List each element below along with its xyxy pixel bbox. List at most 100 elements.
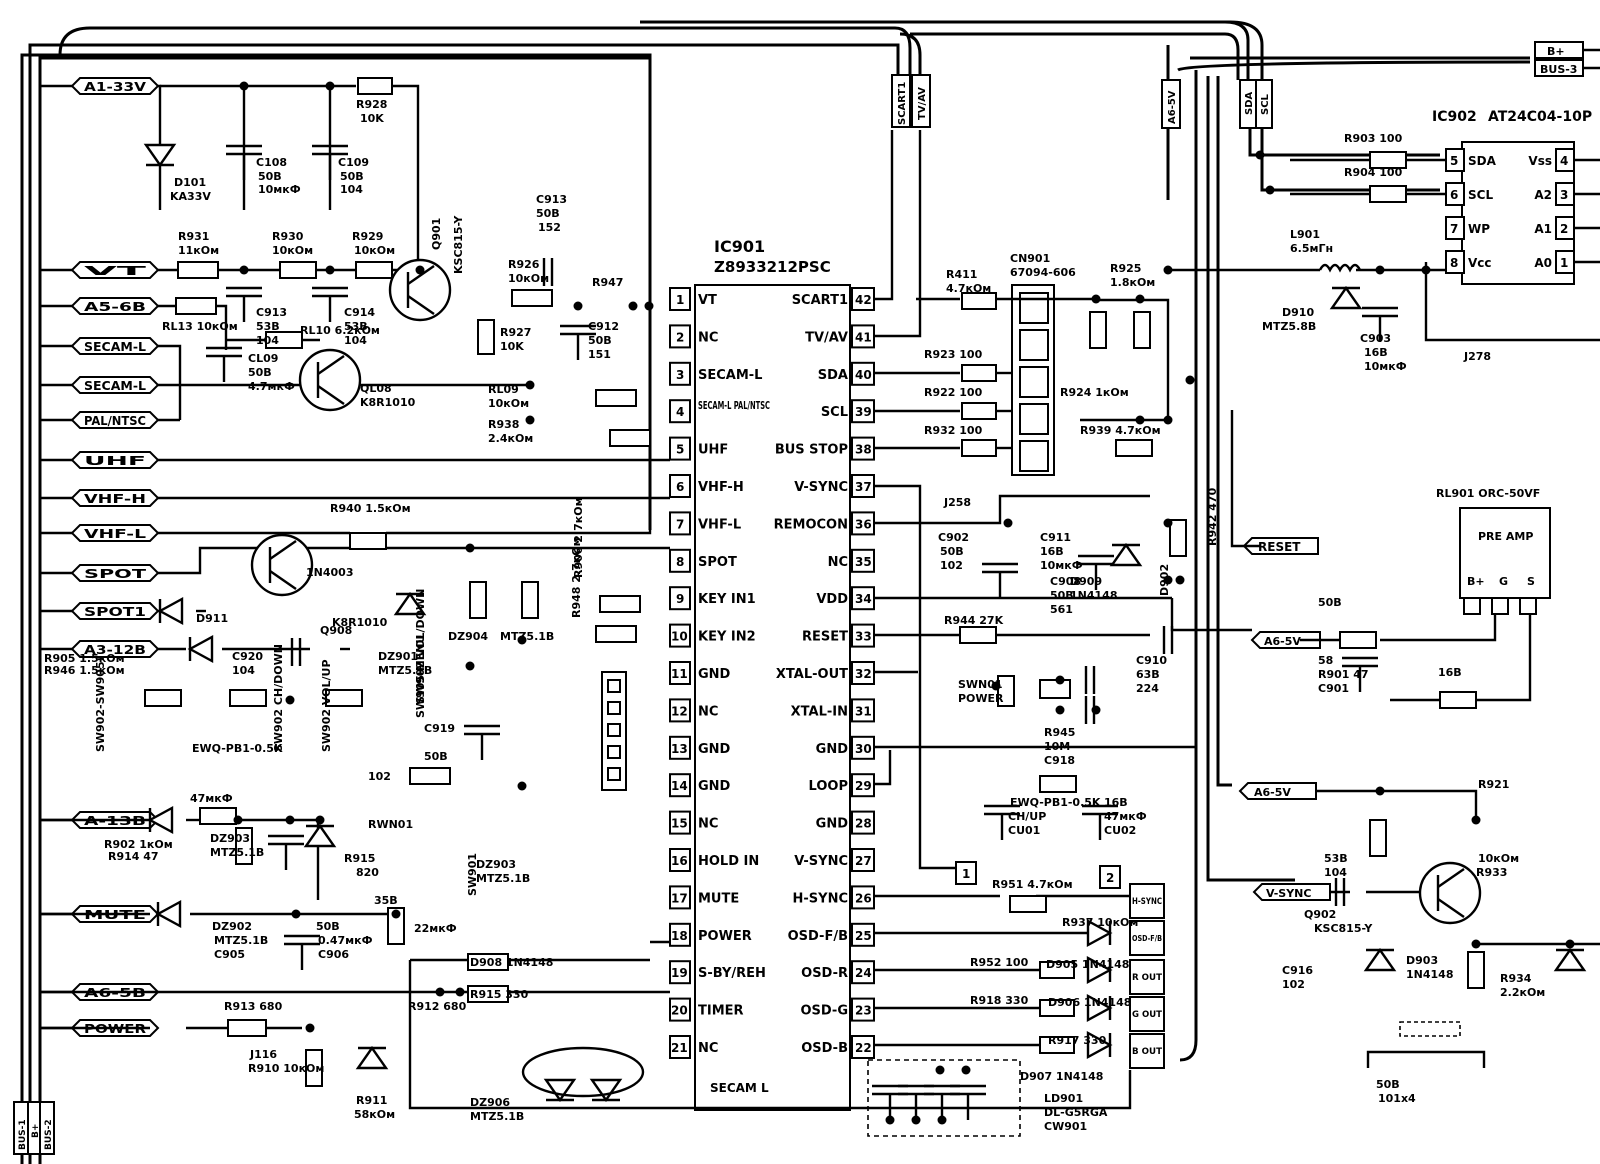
ic902-pin-rname: A1 xyxy=(1534,222,1552,236)
wire xyxy=(158,546,670,575)
tvav-vlabel: TV/AV xyxy=(917,87,928,120)
component-label: 16B xyxy=(1438,666,1462,679)
resistor-symbol xyxy=(469,581,487,619)
capacitor-symbol xyxy=(1362,306,1398,342)
junction-dot xyxy=(1185,375,1195,385)
signal-flag-label: A5-6B xyxy=(84,300,146,314)
component-label: MTZ5.8B xyxy=(1262,320,1316,333)
component-label: C911 xyxy=(1040,531,1071,544)
ic901-pin-name: OSD-F/B xyxy=(788,929,848,944)
out-box-label: R OUT xyxy=(1132,973,1163,983)
ic901-pin-name: NC xyxy=(698,704,718,719)
component-label: R913 680 xyxy=(224,1000,283,1013)
signal-flag-label: VHF-H xyxy=(84,492,146,506)
ic901-pin-number: 26 xyxy=(855,891,872,905)
diode-symbol xyxy=(393,591,427,616)
component-label: SWN01 xyxy=(958,678,1003,691)
diode-symbol xyxy=(157,596,184,626)
cn901-part: 67094-606 xyxy=(1010,266,1076,279)
ic901-pin-number: 31 xyxy=(855,704,872,718)
signal-flag-vhf-h: VHF-H xyxy=(40,489,160,507)
component-label: 50B xyxy=(340,170,364,183)
ic901-pin-number: 20 xyxy=(671,1004,688,1018)
signal-flag-label: VHF-L xyxy=(84,527,147,541)
ic901-pin-number: 41 xyxy=(855,330,872,344)
component-label: R904 100 xyxy=(1344,166,1403,179)
component-label: 10кОм xyxy=(272,244,313,257)
component-label: R910 10кОм xyxy=(248,1062,324,1075)
component-label: R905 1.5кОм xyxy=(44,652,125,665)
capacitor-symbol xyxy=(984,804,1020,840)
ic901-pin-name: MUTE xyxy=(698,891,739,906)
component-label: C901 xyxy=(1318,682,1349,695)
component-label: K8R1010 xyxy=(332,616,388,629)
component-label: R927 xyxy=(500,326,531,339)
wire xyxy=(874,130,894,301)
component-label: 10мкФ xyxy=(1364,360,1407,373)
ic901-pin-name: SDA xyxy=(818,368,848,383)
vertical-signal-labels: SCART1 TV/AV A6-5V SDA SCL BUS-1 B+ BUS-… xyxy=(13,74,1273,1155)
component-label: 53B xyxy=(344,320,368,333)
resistor-symbol xyxy=(1009,895,1047,913)
resistor-symbol xyxy=(1169,519,1187,557)
component-label: Q908 xyxy=(320,624,352,637)
component-label: KSC815-Y xyxy=(1314,922,1373,935)
ic901-pin-number: 17 xyxy=(671,891,688,905)
component-label: POWER xyxy=(958,692,1004,705)
capacitor-symbol xyxy=(1334,878,1346,906)
resistor-symbol xyxy=(521,581,539,619)
cn901-ref: CN901 xyxy=(1010,252,1050,265)
resistor-symbol xyxy=(265,331,303,349)
signal-flag-a5-6b: A5-6B xyxy=(40,297,160,315)
ic902-pin-name: WP xyxy=(1468,222,1490,236)
component-label: C109 xyxy=(338,156,369,169)
junction-dot xyxy=(911,1115,921,1125)
component-label: 10мкФ xyxy=(1040,559,1083,572)
junction-dot xyxy=(885,1115,895,1125)
capacitor-symbol xyxy=(268,834,304,870)
cw901-box xyxy=(867,1059,1021,1137)
capacitor-symbol xyxy=(560,324,596,360)
ic902-pin-name: SCL xyxy=(1468,188,1493,202)
component-label: C914 xyxy=(344,306,375,319)
ic901-pin-number: 7 xyxy=(676,517,684,531)
component-label: C906 xyxy=(318,948,349,961)
ic901-pin-number: 10 xyxy=(671,630,688,644)
diode-symbol xyxy=(147,805,174,835)
out-box-1: OSD-F/B xyxy=(1129,920,1165,956)
component-label: R938 xyxy=(488,418,519,431)
component-label: C908 xyxy=(1050,575,1081,588)
out-box-2: R OUT xyxy=(1129,959,1165,995)
junction-dot xyxy=(1163,415,1173,425)
wire xyxy=(1424,262,1600,342)
capacitor-symbol xyxy=(1078,554,1114,590)
junction-dot xyxy=(325,81,335,91)
ic901-pin-name: RESET xyxy=(802,630,848,645)
rl901-pin-bplus: B+ xyxy=(1467,575,1485,588)
component-label: R951 4.7кОм xyxy=(992,878,1073,891)
ic901-pin-name: HOLD IN xyxy=(698,854,759,869)
ic901-pin-number: 3 xyxy=(676,368,684,382)
ic902-pin-name: Vcc xyxy=(1468,256,1492,270)
component-label: R901 47 xyxy=(1318,668,1369,681)
ic901-pin-name: OSD-R xyxy=(801,966,848,981)
junction-dot xyxy=(573,301,583,311)
junction-dot xyxy=(1375,265,1385,275)
ic902-pin-rnumber: 4 xyxy=(1560,154,1568,168)
resistor-symbol xyxy=(1369,151,1407,169)
junction-dot xyxy=(1265,185,1275,195)
component-label: SW901 xyxy=(466,853,479,896)
component-label: RL13 10кОм xyxy=(162,320,238,333)
component-label: 63B xyxy=(1136,668,1160,681)
component-label: 1.8кОм xyxy=(1110,276,1155,289)
